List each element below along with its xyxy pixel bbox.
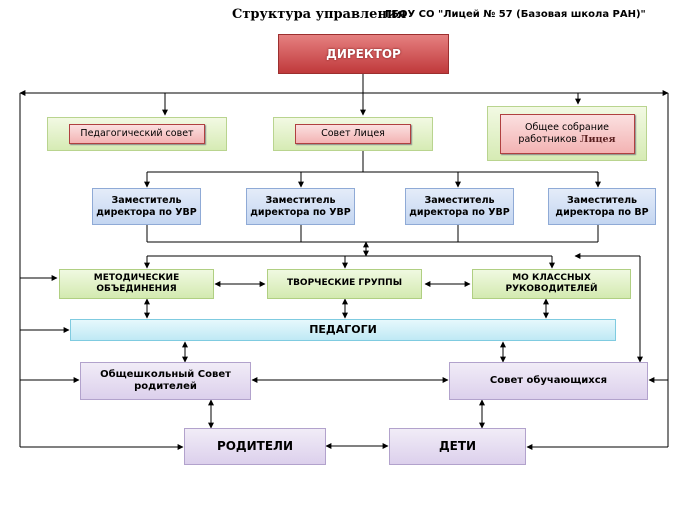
class-teachers-line1: МО КЛАССНЫХ	[512, 272, 591, 283]
staff-assembly-lyceum: Лицея	[580, 133, 616, 145]
lyceum-council-panel: Совет Лицея	[273, 117, 433, 151]
methodical-line2: ОБЪЕДИНЕНИЯ	[96, 284, 177, 294]
creative-groups-box: ТВОРЧЕСКИЕ ГРУППЫ	[267, 269, 422, 299]
deputy-3-line2: директора по УВР	[409, 206, 510, 218]
director-box: ДИРЕКТОР	[278, 34, 449, 74]
deputy-3-line1: Заместитель	[424, 194, 495, 206]
parents-council-line1: Общешкольный Совет	[100, 368, 231, 380]
deputy-4-line2: директора по ВР	[555, 206, 649, 218]
staff-assembly-panel: Общее собрание работников Лицея	[487, 106, 647, 161]
teachers-box: ПЕДАГОГИ	[70, 319, 616, 341]
students-council-box: Совет обучающихся	[449, 362, 648, 400]
page-subtitle: ГБОУ СО "Лицей № 57 (Базовая школа РАН)"	[385, 9, 646, 20]
staff-assembly-line2: работников Лицея	[518, 134, 615, 146]
staff-assembly-box: Общее собрание работников Лицея	[499, 113, 635, 154]
deputy-1-line2: директора по УВР	[96, 206, 197, 218]
deputy-box-2: Заместитель директора по УВР	[246, 188, 355, 225]
parents-box: РОДИТЕЛИ	[184, 428, 326, 465]
staff-assembly-line1: Общее собрание	[525, 121, 609, 133]
methodical-line1: МЕТОДИЧЕСКИЕ	[93, 272, 180, 283]
lyceum-council-box: Совет Лицея	[295, 124, 411, 144]
deputy-2-line2: директора по УВР	[250, 206, 351, 218]
page-title: Структура управления	[232, 7, 407, 22]
deputy-box-3: Заместитель директора по УВР	[405, 188, 514, 225]
class-teachers-line2: РУКОВОДИТЕЛЕЙ	[505, 284, 598, 294]
deputy-2-line1: Заместитель	[265, 194, 336, 206]
deputy-1-line1: Заместитель	[111, 194, 182, 206]
parents-council-line2: родителей	[134, 381, 197, 392]
parents-council-box: Общешкольный Совет родителей	[80, 362, 251, 400]
deputy-4-line1: Заместитель	[566, 194, 638, 206]
methodical-associations-box: МЕТОДИЧЕСКИЕ ОБЪЕДИНЕНИЯ	[59, 269, 214, 299]
pedagogical-council-box: Педагогический совет	[69, 124, 205, 144]
class-teachers-box: МО КЛАССНЫХ РУКОВОДИТЕЛЕЙ	[472, 269, 631, 299]
deputy-box-4: Заместитель директора по ВР	[548, 188, 656, 225]
deputy-box-1: Заместитель директора по УВР	[92, 188, 201, 225]
staff-assembly-workers: работников	[518, 133, 578, 145]
pedagogical-council-panel: Педагогический совет	[47, 117, 227, 151]
children-box: ДЕТИ	[389, 428, 526, 465]
